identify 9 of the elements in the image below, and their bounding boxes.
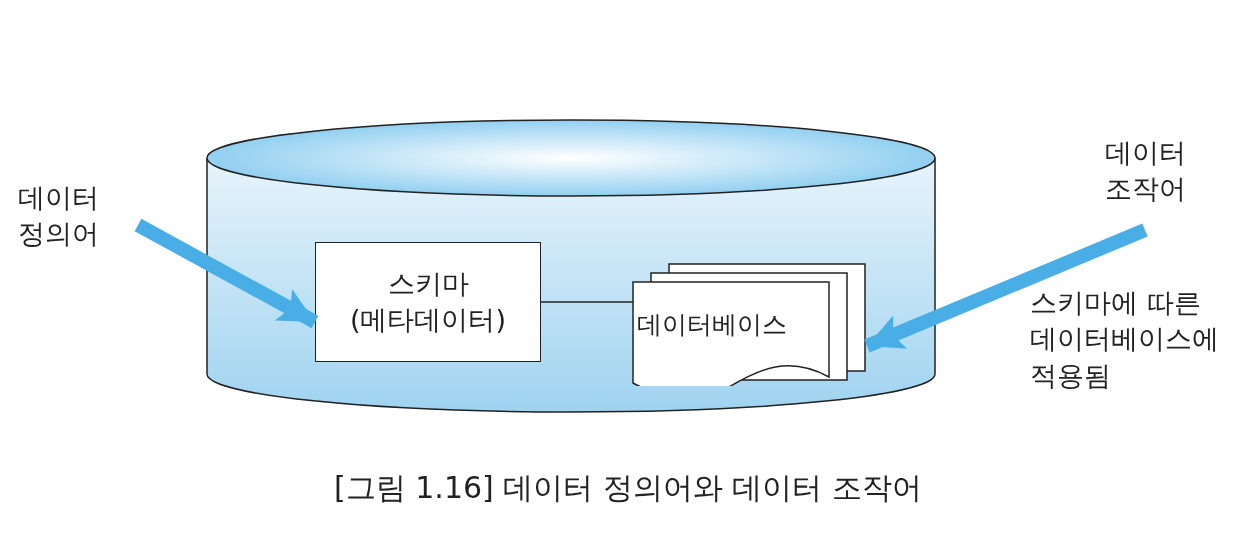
schema-box: 스키마 (메타데이터) [315,242,541,362]
database-cylinder [205,118,937,414]
note-text: 스키마에 따른 데이터베이스에 적용됨 [1030,286,1220,393]
connector-line [540,301,634,303]
label-text: 데이터 조작어 [1075,135,1215,225]
arrow [134,218,319,329]
label-text: 데이터 정의어 [18,180,158,270]
node-text: 데이터베이스 [637,309,787,341]
figure-caption: [그림 1.16] 데이터 정의어와 데이터 조작어 [333,469,923,507]
